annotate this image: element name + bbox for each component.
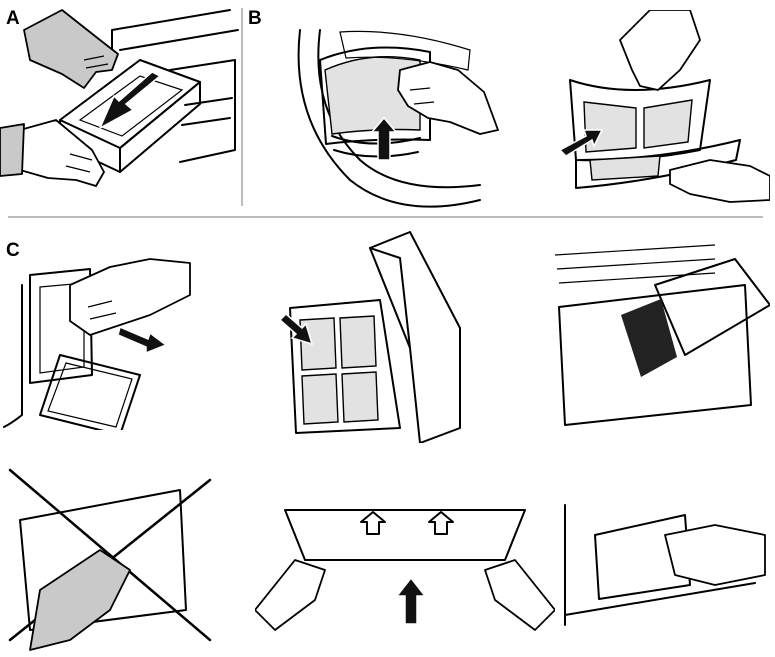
- panel-c-filter-unit: [278, 231, 461, 443]
- step-label-c: C: [6, 240, 20, 261]
- gloved-hand-top: [23, 9, 119, 89]
- hand-touching: [29, 549, 131, 651]
- panel-c-do-not-touch: [8, 468, 212, 651]
- down-arrow-icon: [98, 71, 162, 130]
- panel-b-lift-filter: [297, 29, 499, 208]
- step-label-b: B: [248, 8, 262, 29]
- vacuum-brush: [621, 258, 770, 377]
- horizontal-divider: [8, 216, 763, 218]
- panel-b-open-filter: [558, 10, 770, 203]
- up-arrow-icon: [395, 576, 427, 625]
- panel-c-remove-frame: [3, 258, 191, 430]
- hand-pushing: [664, 524, 766, 586]
- step-label-a: A: [6, 8, 20, 29]
- hand-bottom: [0, 119, 105, 187]
- arrow-in-icon: [558, 129, 604, 157]
- right-arrow-icon: [117, 325, 168, 355]
- up-arrow-outline-icon: [360, 511, 454, 535]
- vertical-divider: [241, 8, 243, 206]
- panel-a-pull-drawer: [0, 9, 239, 187]
- hand-pulling: [69, 258, 191, 336]
- arrow-diagonal-icon: [278, 312, 314, 346]
- lint-filter: [319, 30, 471, 158]
- frame-detached: [39, 354, 141, 430]
- up-arrow-icon: [370, 116, 398, 161]
- hand-lifting: [397, 61, 499, 135]
- panel-c-vacuum-cleaning: [554, 244, 770, 426]
- hand-right: [669, 159, 770, 203]
- panel-c-reinsert-filter: [255, 509, 555, 631]
- panel-c-close-flap: [564, 504, 766, 626]
- hand-top: [619, 10, 701, 91]
